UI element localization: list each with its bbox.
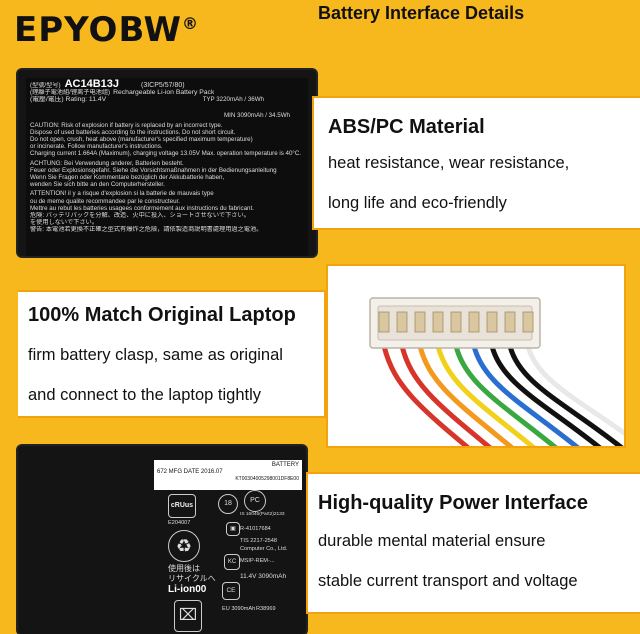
recycle-chemistry: Li-ion00 — [168, 584, 207, 595]
ul-code: E204007 — [168, 520, 191, 526]
cert-is: IS 16046(Part2)2133 — [240, 512, 285, 517]
ul-mark-icon: cRUus — [168, 494, 196, 518]
brand-logo: EPYOBW® — [14, 10, 199, 50]
feature-line-interface-2: stable current transport and voltage — [318, 572, 578, 590]
wire — [471, 343, 580, 446]
connector-pin — [504, 311, 516, 333]
sticker-line-1: BATTERY — [271, 462, 299, 468]
cert-eu: EU 3090mAh — [222, 606, 256, 612]
feature-line-interface-1: durable mental material ensure — [318, 532, 546, 550]
recycle-icon: ♻ — [168, 530, 200, 562]
battery-label-photo-top: (型號/型号) AC14B13J (3ICP5/57/80) (鋰離子電池組/锂… — [18, 70, 316, 256]
wire — [417, 343, 514, 446]
cert-r: R-41017684 — [240, 526, 271, 532]
connector-pin — [486, 311, 498, 333]
feature-title-match: 100% Match Original Laptop — [28, 304, 296, 326]
bis-mark-icon: ▣ — [226, 522, 240, 536]
feature-card-interface: High-quality Power Interface durable men… — [306, 472, 640, 614]
wire — [435, 343, 536, 446]
connector-pin — [414, 311, 426, 333]
connector-wires-illustration — [369, 297, 624, 446]
warning-line: Dispose of used batteries according to t… — [30, 128, 236, 136]
cert-tis: TIS 2217-2548 — [240, 538, 278, 544]
warning-line: Wenn Sie Fragen oder Kommentare bezüglic… — [30, 174, 225, 182]
warning-line: Charging current 1.664A (Maximum), charg… — [30, 150, 302, 158]
warning-line: ou de meme qualite recommandee par le co… — [30, 197, 180, 205]
model-prefix: (型號/型号) — [30, 82, 61, 89]
feature-title-interface: High-quality Power Interface — [318, 492, 589, 514]
recycle-text-1: 使用後は — [168, 564, 200, 573]
connector-pin — [378, 311, 390, 333]
wire — [399, 343, 492, 446]
warning-line: Do not open, crush, heat above (manufact… — [30, 136, 253, 144]
sticker-serial: KT00304005298001DF8E00 — [235, 476, 299, 482]
warning-line: 警告: 本電池若更換不正確之型式有爆炸之危險，請依製造商說明書處理用過之電池。 — [30, 226, 263, 234]
connector-pin — [450, 311, 462, 333]
warning-line: wenden Sie sich bitte an den Computerher… — [30, 181, 165, 189]
warning-line: を使用しないで下さい。 — [30, 219, 98, 227]
battery-label-sticker: (型號/型号) AC14B13J (3ICP5/57/80) (鋰離子電池組/锂… — [26, 78, 308, 256]
connector-photo — [326, 264, 626, 448]
minimum-capacity: MIN 3090mAh / 34.5Wh — [223, 111, 290, 119]
connector-pin — [468, 311, 480, 333]
rating: (電壓/電压) Rating: 11.4V — [30, 96, 107, 104]
warning-line: or incinerate. Follow manufacturer's ins… — [30, 143, 163, 151]
feature-line-match-1: firm battery clasp, same as original — [28, 346, 283, 364]
typical-capacity: TYP 3220mAh / 36Wh — [202, 96, 264, 104]
type-prefix: (鋰離子電池組/锂离子电池组) — [30, 89, 111, 97]
connector-pin — [396, 311, 408, 333]
feature-card-material: ABS/PC Material heat resistance, wear re… — [312, 96, 640, 230]
kc-mark-icon: KC — [224, 554, 240, 570]
brand-name: EPYOBW — [14, 10, 183, 50]
battery-label-photo-bottom: BATTERY 672 MFG DATE 2016.07 KT003040052… — [18, 446, 306, 634]
model-number: AC14B13J — [64, 78, 120, 90]
cert-voltage: 11.4V 3090mAh — [240, 573, 287, 580]
wire — [507, 343, 624, 446]
battery-barcode-sticker: BATTERY 672 MFG DATE 2016.07 KT003040052… — [154, 460, 302, 490]
cell-config: (3ICP5/57/80) — [141, 82, 185, 89]
warning-line: ACHTUNG: Bei Verwendung anderer, Batteri… — [30, 159, 184, 167]
warning-line: Mettre au rebut les batteries usagees co… — [30, 204, 254, 212]
warning-text-block: CAUTION: Risk of explosion if battery is… — [30, 122, 304, 234]
connector-pin — [432, 311, 444, 333]
certification-mark-icon: 18 — [218, 494, 238, 514]
registered-mark: ® — [182, 14, 200, 33]
connector-pin — [522, 311, 534, 333]
wire — [525, 343, 624, 437]
warning-line: 危険: バッテリパックを分解、改造、火中に投入、ショートさせないで下さい。 — [30, 212, 250, 220]
feature-line-material-1: heat resistance, wear resistance, — [328, 154, 570, 172]
recycle-text-2: リサイクルへ — [168, 574, 216, 583]
wire — [381, 343, 470, 446]
wire — [489, 343, 602, 446]
sticker-date: 672 MFG DATE 2016.07 — [157, 469, 223, 475]
wire — [453, 343, 558, 446]
feature-card-match: 100% Match Original Laptop firm battery … — [18, 290, 326, 418]
feature-line-match-2: and connect to the laptop tightly — [28, 386, 261, 404]
cert-company: Computer Co., Ltd. — [240, 546, 288, 552]
page-title: Battery Interface Details — [318, 3, 525, 23]
cert-msip: MSIP-REM-... — [240, 558, 275, 564]
pse-mark-icon: PC — [244, 490, 266, 512]
feature-line-material-2: long life and eco-friendly — [328, 194, 507, 212]
warning-line: Feuer oder Explosionsgefahr. Siehe die V… — [30, 166, 277, 174]
weee-bin-icon: ⌧ — [174, 600, 202, 632]
feature-title-material: ABS/PC Material — [328, 116, 485, 138]
warning-line: CAUTION: Risk of explosion if battery is… — [30, 121, 223, 129]
warning-line: ATTENTION! il y a risque d'explosion si … — [30, 190, 214, 198]
ce-mark-icon: CE — [222, 582, 240, 600]
battery-type: Rechargeable Li-ion Battery Pack — [113, 89, 215, 97]
cert-r-code: R38969 — [256, 606, 276, 612]
